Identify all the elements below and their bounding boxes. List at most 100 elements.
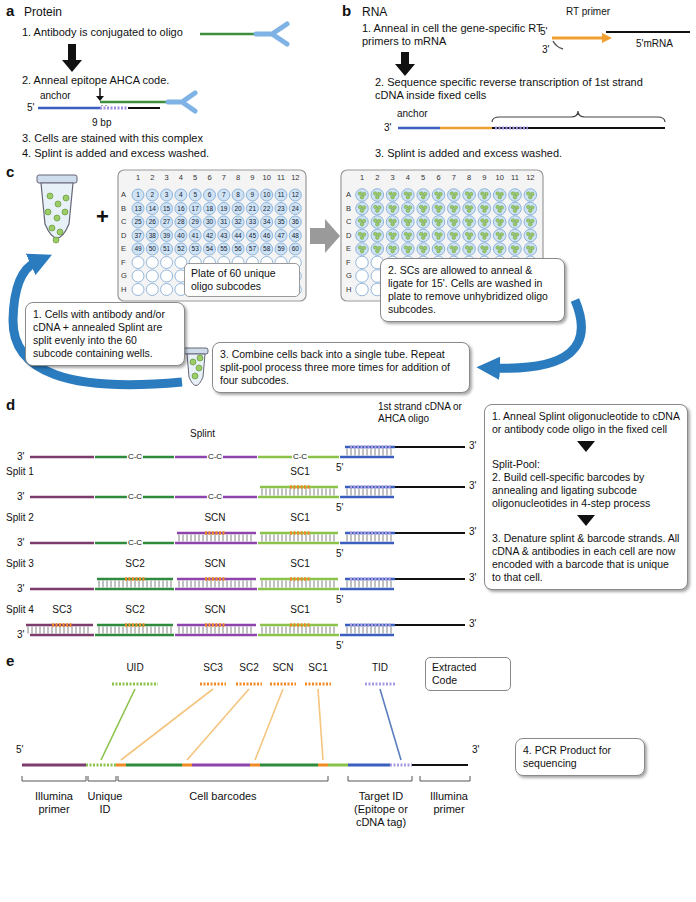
extracted-code — [305, 683, 331, 686]
base-pair-tick — [290, 489, 291, 496]
base-pair-tick — [363, 489, 364, 496]
cell-dot — [483, 195, 487, 199]
cdna-drawing — [398, 127, 440, 130]
base-pair-tick — [314, 581, 315, 588]
row-letter: H — [121, 285, 126, 295]
plate-well — [218, 189, 230, 201]
base-pair-tick — [227, 627, 228, 634]
well-number: 11 — [278, 191, 285, 199]
subcode-code — [290, 577, 310, 581]
plate-well — [371, 189, 384, 202]
base-pair-tick — [330, 489, 331, 496]
base-pair-tick — [282, 489, 283, 496]
code-label: SC1 — [308, 662, 327, 674]
cell-dot — [469, 233, 473, 237]
subcode-label: SC3 — [52, 604, 71, 616]
rt-primer-drawing — [606, 31, 690, 33]
end-label: 5' — [336, 462, 343, 474]
cell-dot — [192, 373, 198, 379]
splint-strand — [175, 588, 257, 591]
cell-dot — [437, 249, 441, 253]
ahca-code-drawing — [100, 101, 166, 104]
plate-well — [175, 230, 187, 242]
subcode-code — [52, 623, 72, 627]
base-pair-tick — [239, 627, 240, 634]
text-box: 3. Combine cells back into a single tube… — [212, 342, 470, 393]
cell-dot — [467, 236, 471, 240]
base-pair-tick — [387, 581, 388, 588]
cell-dot — [406, 209, 410, 213]
box-text: Extracted Code — [432, 661, 504, 687]
plate-well — [432, 189, 445, 202]
well-number: 59 — [277, 245, 284, 253]
column-number: 3 — [165, 173, 169, 183]
base-pair-tick — [103, 627, 104, 634]
base-pair-tick — [379, 627, 380, 634]
cell-dot — [408, 192, 412, 196]
base-pair-tick — [383, 627, 384, 634]
plate-well — [132, 230, 144, 242]
cell-dot — [406, 236, 410, 240]
base-pair-tick — [247, 535, 248, 542]
plate-well — [493, 202, 506, 215]
plate-well — [132, 270, 144, 282]
cell-dot — [454, 246, 458, 250]
base-pair-tick — [36, 627, 37, 634]
plate-well — [509, 243, 522, 256]
well-number: 8 — [236, 191, 240, 199]
cell-dot — [513, 209, 517, 213]
plate-well — [417, 243, 430, 256]
base-pair-tick — [371, 489, 372, 496]
cell-dot — [406, 222, 410, 226]
code-label: SC3 — [203, 662, 222, 674]
text-box: Plate of 60 unique oligo subcodes — [184, 263, 300, 297]
cell-dot — [496, 219, 500, 223]
base-pair-tick — [223, 535, 224, 542]
pcr-product — [22, 764, 468, 767]
plate-well — [371, 216, 384, 229]
plate-well — [524, 189, 537, 202]
cell-dot — [435, 205, 439, 209]
base-pair-tick — [359, 489, 360, 496]
well-number: 24 — [292, 205, 299, 213]
plate-well — [509, 189, 522, 202]
base-pair-tick — [211, 627, 212, 634]
base-pair-tick — [290, 535, 291, 542]
plate-well — [463, 216, 476, 229]
plate-well — [261, 189, 273, 201]
region-label: Illumina primer — [422, 790, 476, 816]
base-pair-tick — [131, 581, 132, 588]
base-pair-tick — [383, 535, 384, 542]
end-label: 5' — [540, 26, 547, 38]
cell-dot — [485, 219, 489, 223]
plate-well — [161, 257, 173, 269]
pcr-product — [412, 764, 468, 766]
base-pair-tick — [179, 535, 180, 542]
cell-dot — [465, 232, 469, 236]
cell-dot — [393, 219, 397, 223]
target-code — [350, 486, 392, 489]
base-pair-tick — [235, 581, 236, 588]
end-label: 5' — [336, 640, 343, 652]
plate-well — [146, 216, 158, 228]
base-pair-tick — [251, 581, 252, 588]
well-number: 17 — [192, 205, 199, 213]
plate-well — [232, 189, 244, 201]
ligation-site: C-C — [127, 492, 143, 502]
plate-well — [132, 189, 144, 201]
cell-dot — [511, 192, 515, 196]
plate-well — [356, 189, 369, 202]
base-pair-tick — [40, 627, 41, 634]
cell-dot — [496, 192, 500, 196]
code-label: SCN — [272, 662, 293, 674]
base-pair-tick — [215, 581, 216, 588]
base-pair-tick — [322, 489, 323, 496]
plate-well — [132, 284, 144, 296]
cell-dot — [393, 206, 397, 210]
base-pair-tick — [270, 581, 271, 588]
code-leader-line — [121, 689, 213, 760]
cell-dot — [511, 232, 515, 236]
base-pair-tick — [310, 581, 311, 588]
plate-well — [463, 189, 476, 202]
cell-dot — [54, 215, 60, 221]
